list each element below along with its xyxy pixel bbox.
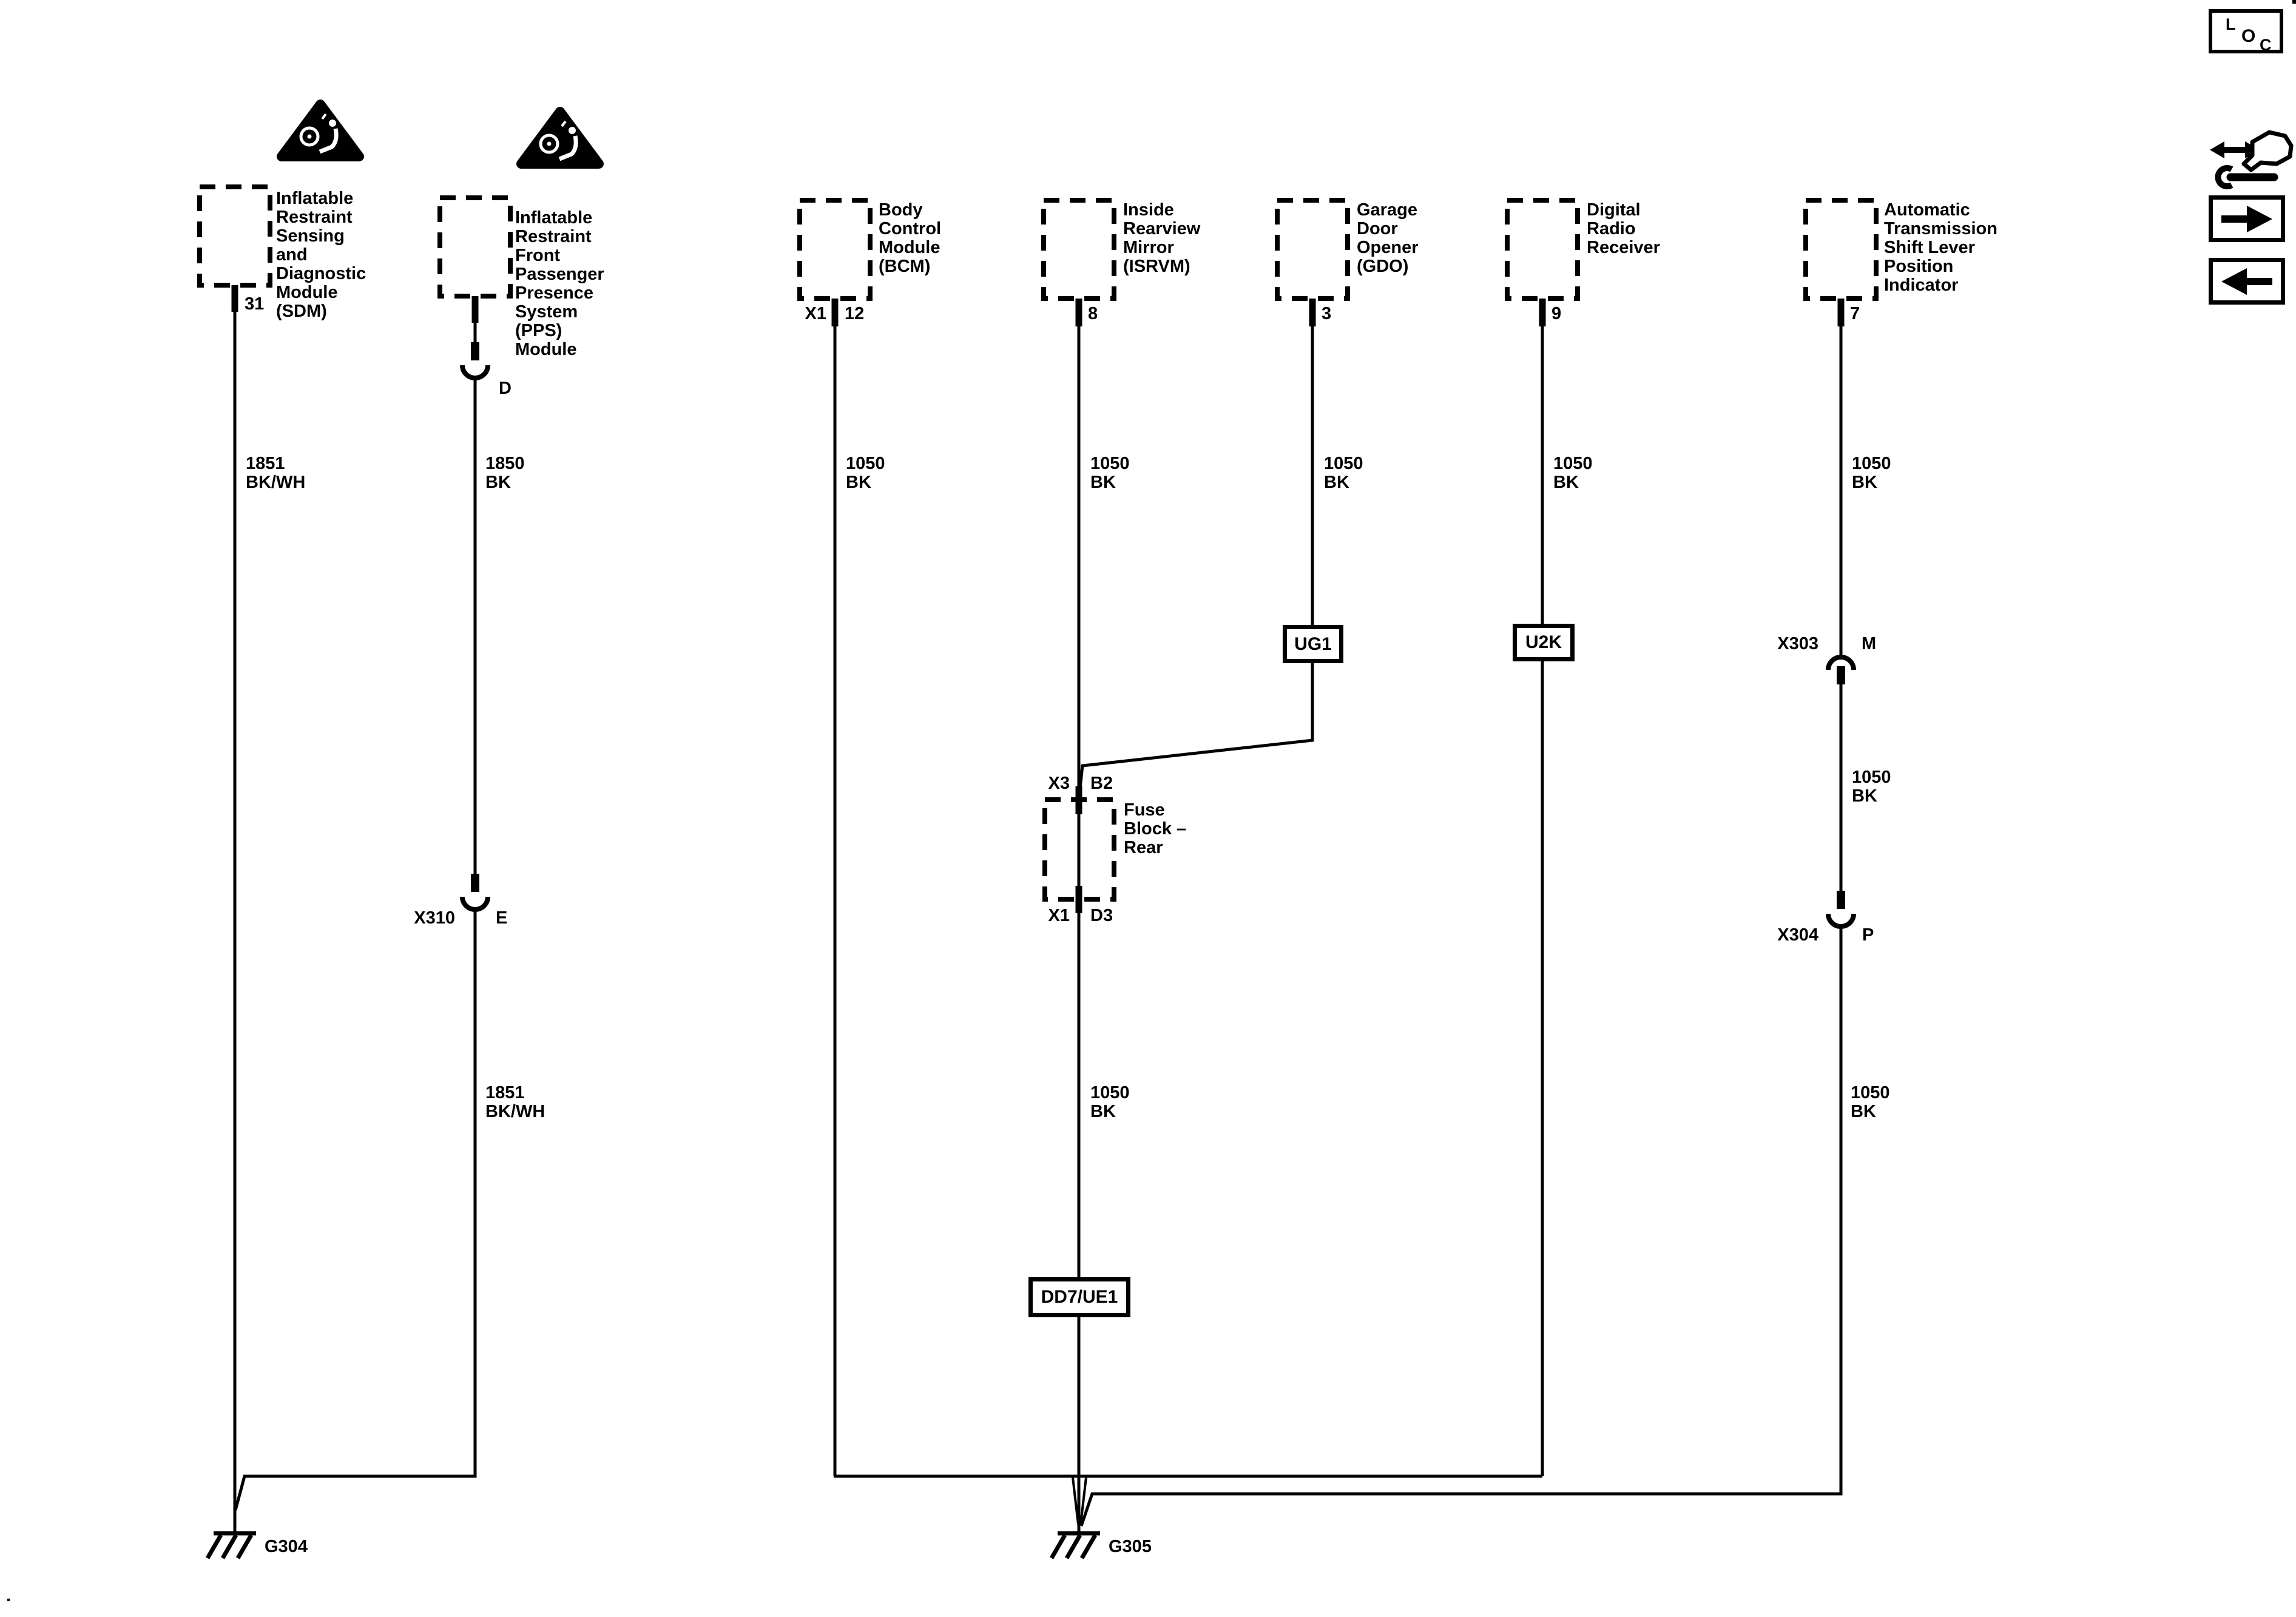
right-arrow-icon [2221,206,2272,232]
g304-ground-icon [205,1531,256,1559]
drr-label: Digital Radio Receiver [1587,200,1660,257]
x304-terminal-p: P [1862,925,1874,945]
stray-dot: . [6,1586,12,1605]
connector-d-symbol [460,342,490,380]
x304-label: X304 [1777,925,1818,945]
pps-terminal-d: D [499,379,512,398]
gdo-box [1275,198,1350,301]
fuse-u2k-label: U2K [1525,632,1562,652]
sdm-pin: 31 [245,294,265,314]
airbag-warning-icon-pps [516,107,604,169]
connector-x310-symbol [460,874,490,925]
isrvm-pin: 8 [1088,304,1098,323]
connector-x303-symbol [1826,655,1856,684]
wire-pps-lower [234,923,477,1511]
fuse-u2k-box: U2K [1513,624,1575,661]
circuit-isrvm-upper: 1050 BK [1090,454,1130,492]
fuse-dd7-ue1-box: DD7/UE1 [1028,1277,1130,1317]
loc-letter-c: C [2260,36,2272,54]
component-view-icon[interactable] [2210,130,2294,189]
gdo-pin: 3 [1322,304,1332,323]
loc-letter-l: L [2226,15,2236,33]
fuse-dd7-ue1-label: DD7/UE1 [1041,1287,1118,1307]
circuit-pps-upper: 1850 BK [485,454,525,492]
g304-label: G304 [265,1537,308,1556]
circuit-pps-lower: 1851 BK/WH [485,1083,545,1121]
fuse-in-connector: X3 [1048,774,1070,793]
fuse-block-rear-label: Fuse Block – Rear [1124,800,1187,857]
isrvm-label: Inside Rearview Mirror (ISRVM) [1123,200,1201,276]
drr-pin: 9 [1551,304,1562,323]
fuse-block-rear-box [1042,797,1116,902]
drr-box [1505,198,1580,301]
sdm-label: Inflatable Restraint Sensing and Diagnos… [276,189,366,321]
airbag-warning-icon-sdm [277,100,364,161]
g305-ground-icon [1049,1531,1100,1559]
bcm-pin: 12 [845,304,865,323]
fuse-out-cavity: D3 [1090,906,1113,925]
previous-page-button[interactable] [2209,258,2285,305]
at-pin: 7 [1850,304,1860,323]
wire-at-lower [1079,925,1843,1527]
pps-label: Inflatable Restraint Front Passenger Pre… [515,208,604,359]
fuse-out-connector: X1 [1048,906,1070,925]
isrvm-box [1041,198,1116,301]
circuit-at-upper: 1050 BK [1852,454,1891,492]
fuse-ug1-label: UG1 [1294,633,1332,654]
circuit-at-lower: 1050 BK [1851,1083,1890,1121]
connector-x304-symbol [1826,891,1856,929]
fuse-in-cavity: B2 [1090,774,1113,793]
gdo-label: Garage Door Opener (GDO) [1357,200,1419,276]
fuse-ug1-box: UG1 [1283,625,1343,663]
wire-gdo [1077,299,1314,800]
x310-label: X310 [414,908,455,928]
sdm-box [197,184,272,288]
circuit-bcm: 1050 BK [846,454,885,492]
bcm-label: Body Control Module (BCM) [879,200,942,276]
page-corner-mark [2292,0,2296,4]
next-page-button[interactable] [2209,195,2285,242]
bcm-pin-connector: X1 [805,304,826,323]
circuit-isrvm-lower: 1050 BK [1090,1083,1130,1121]
left-arrow-icon [2221,268,2272,295]
loc-tag[interactable]: L O C [2209,9,2283,54]
circuit-sdm: 1851 BK/WH [246,454,306,492]
x303-terminal-m: M [1862,634,1877,653]
bcm-box [797,198,873,301]
circuit-gdo: 1050 BK [1324,454,1363,492]
circuit-at-mid: 1050 BK [1852,768,1891,806]
g305-label: G305 [1109,1537,1152,1556]
x310-terminal-e: E [496,908,508,928]
x303-label: X303 [1777,634,1818,653]
at-box [1803,198,1879,301]
wire-g305-funnel [1072,1477,1087,1525]
pps-box [437,195,513,299]
at-label: Automatic Transmission Shift Lever Posit… [1884,200,1997,295]
loc-letter-o: O [2241,26,2256,46]
circuit-drr: 1050 BK [1553,454,1593,492]
